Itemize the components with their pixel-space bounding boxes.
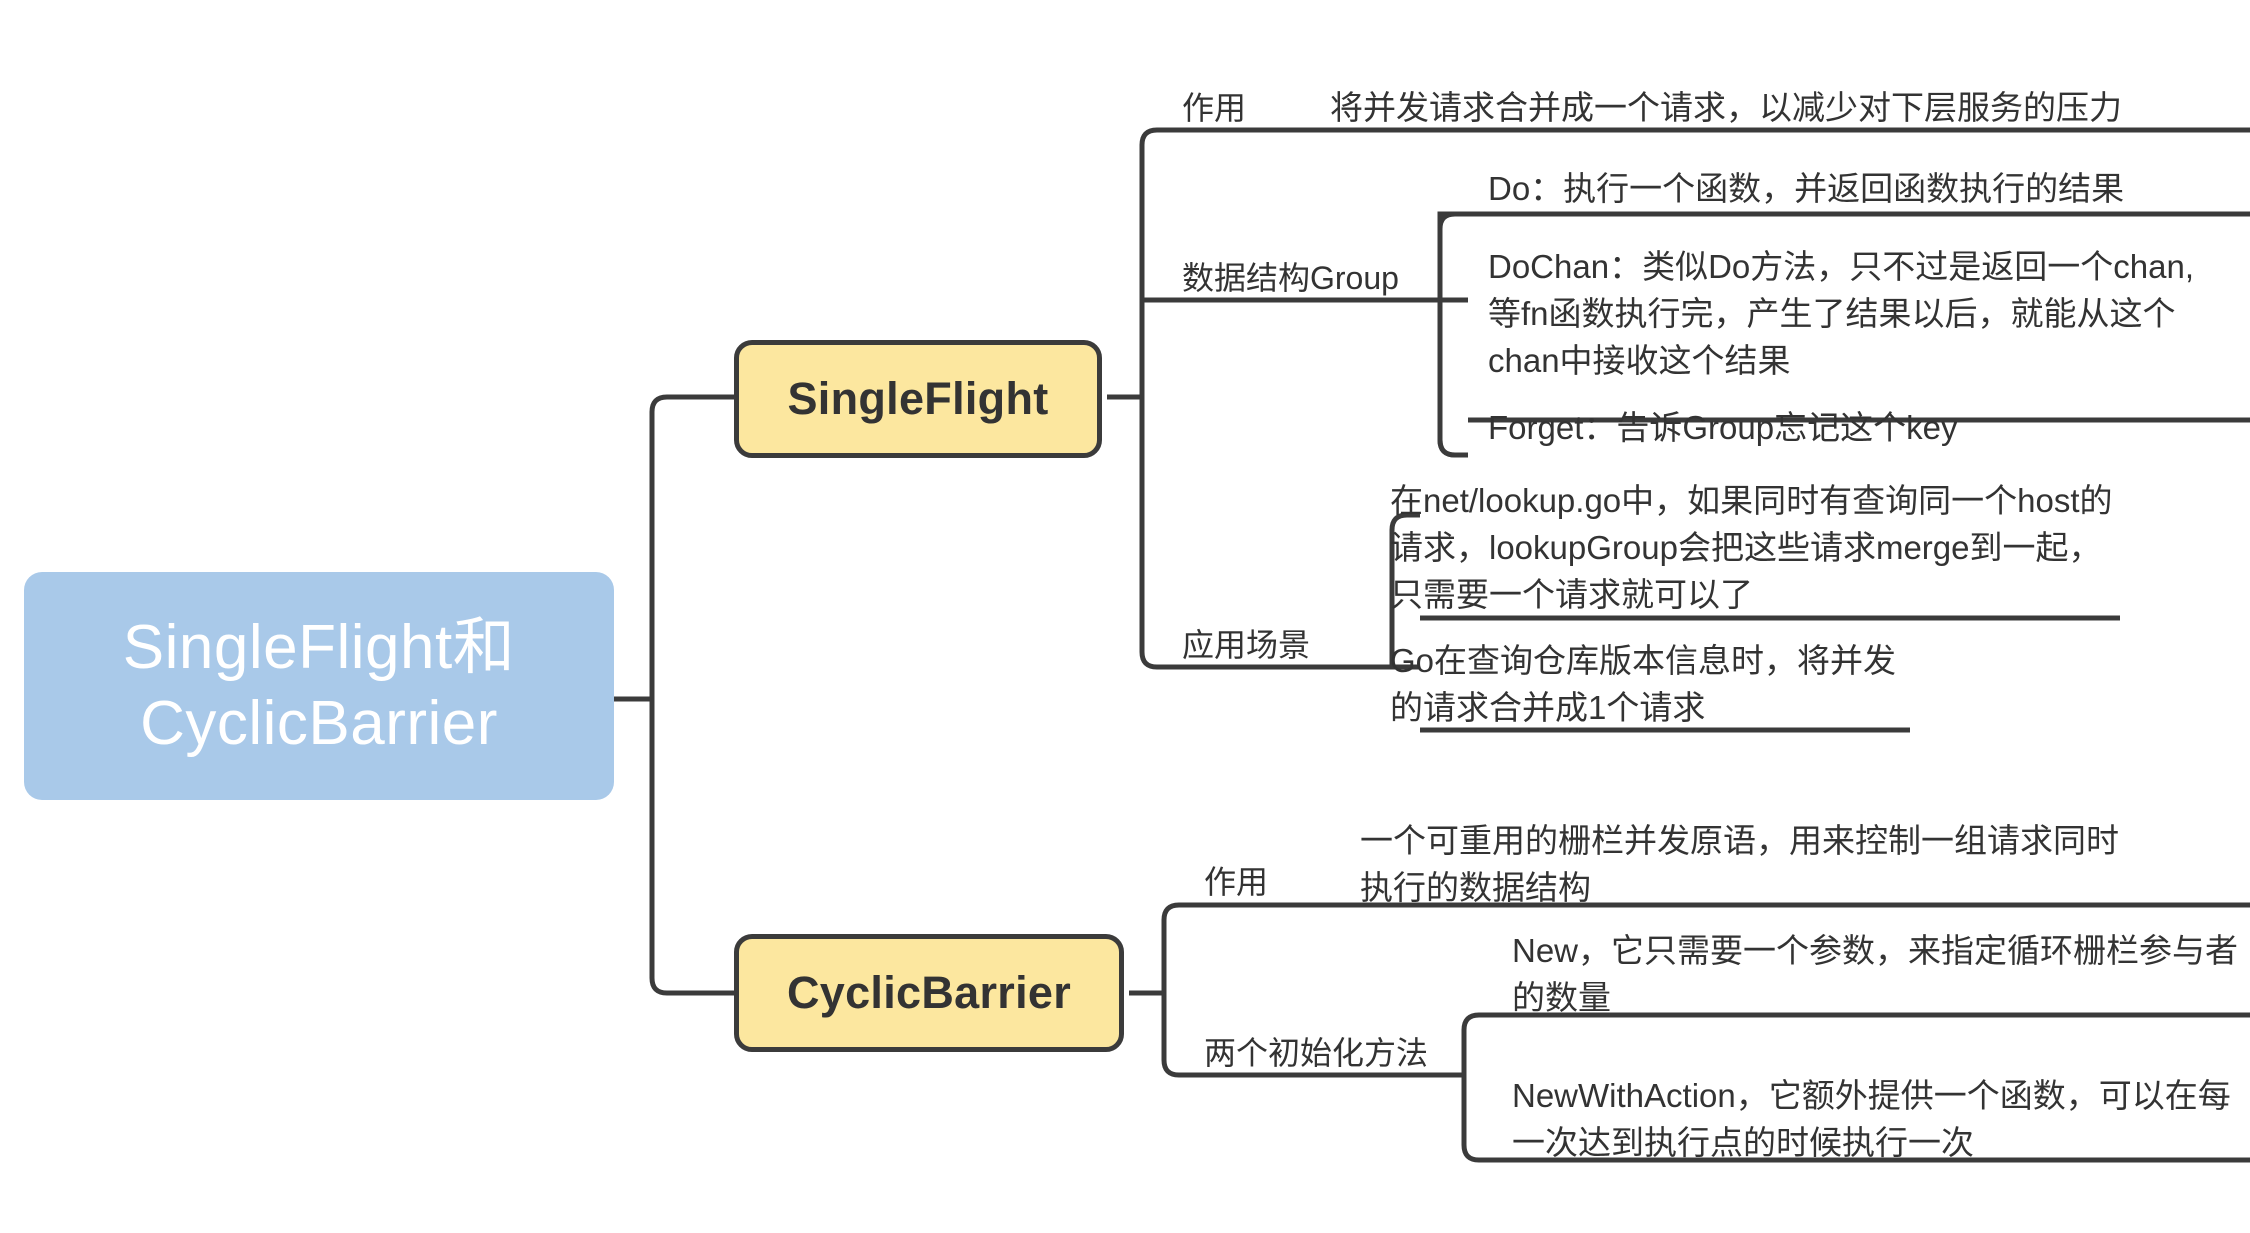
leaf-sf-usecase-1[interactable]: 在net/lookup.go中，如果同时有查询同一个host的 请求，looku… <box>1390 482 2113 613</box>
leaf-cb-role-1[interactable]: 一个可重用的栅栏并发原语，用来控制一组请求同时 执行的数据结构 <box>1360 822 2119 906</box>
sublabel-sf-usecase[interactable]: 应用场景 <box>1182 627 1311 663</box>
group-bracket-bottom <box>1437 300 1468 458</box>
root-line-1: SingleFlight和 <box>122 613 516 683</box>
link-cbinit-stem-new <box>1461 1012 1492 1075</box>
leaf-sf-group-dochan[interactable]: DoChan：类似Do方法，只不过是返回一个chan, 等fn函数执行完，产生了… <box>1488 248 2194 379</box>
leaf-sf-usecase-2[interactable]: Go在查询仓库版本信息时，将并发 的请求合并成1个请求 <box>1390 642 1897 726</box>
leaf-cb-init-newwithaction[interactable]: NewWithAction，它额外提供一个函数，可以在每 一次达到执行点的时候执… <box>1512 1077 2231 1161</box>
topic-singleflight[interactable]: SingleFlight <box>734 340 1102 458</box>
leaf-sf-group-do[interactable]: Do：执行一个函数，并返回函数执行的结果 <box>1488 170 2125 207</box>
leaf-sf-group-forget[interactable]: Forget：告诉Group忘记这个key <box>1488 409 1958 446</box>
link-cb-to-init <box>1161 993 1197 1078</box>
sublabel-cb-init[interactable]: 两个初始化方法 <box>1204 1035 1429 1071</box>
sublabel-sf-group[interactable]: 数据结构Group <box>1182 260 1399 296</box>
link-sf-to-role <box>1139 127 1175 397</box>
sublabel-sf-role[interactable]: 作用 <box>1182 90 1247 126</box>
link-root-to-singleflight <box>649 394 734 699</box>
topic-cyclicbarrier[interactable]: CyclicBarrier <box>734 934 1124 1052</box>
link-root-to-cyclicbarrier <box>649 699 734 996</box>
link-group-stem-forget <box>1437 300 1468 458</box>
leaf-cb-init-new[interactable]: New，它只需要一个参数，来指定循环栅栏参与者 的数量 <box>1512 932 2239 1016</box>
root-line-2: CyclicBarrier <box>140 689 498 758</box>
link-group-stem-do <box>1437 211 1468 300</box>
link-sf-to-group <box>1139 297 1175 397</box>
topic-cyclicbarrier-label: CyclicBarrier <box>786 967 1072 1018</box>
group-bracket-top <box>1437 211 1468 300</box>
sublabel-cb-role[interactable]: 作用 <box>1204 864 1269 900</box>
leaf-sf-role-1[interactable]: 将并发请求合并成一个请求，以减少对下层服务的压力 <box>1330 89 2122 126</box>
topic-singleflight-label: SingleFlight <box>787 373 1049 424</box>
link-cb-to-role <box>1161 902 1197 993</box>
link-sf-to-usecase <box>1139 397 1175 670</box>
link-cbinit-stem-action <box>1461 1075 1492 1163</box>
